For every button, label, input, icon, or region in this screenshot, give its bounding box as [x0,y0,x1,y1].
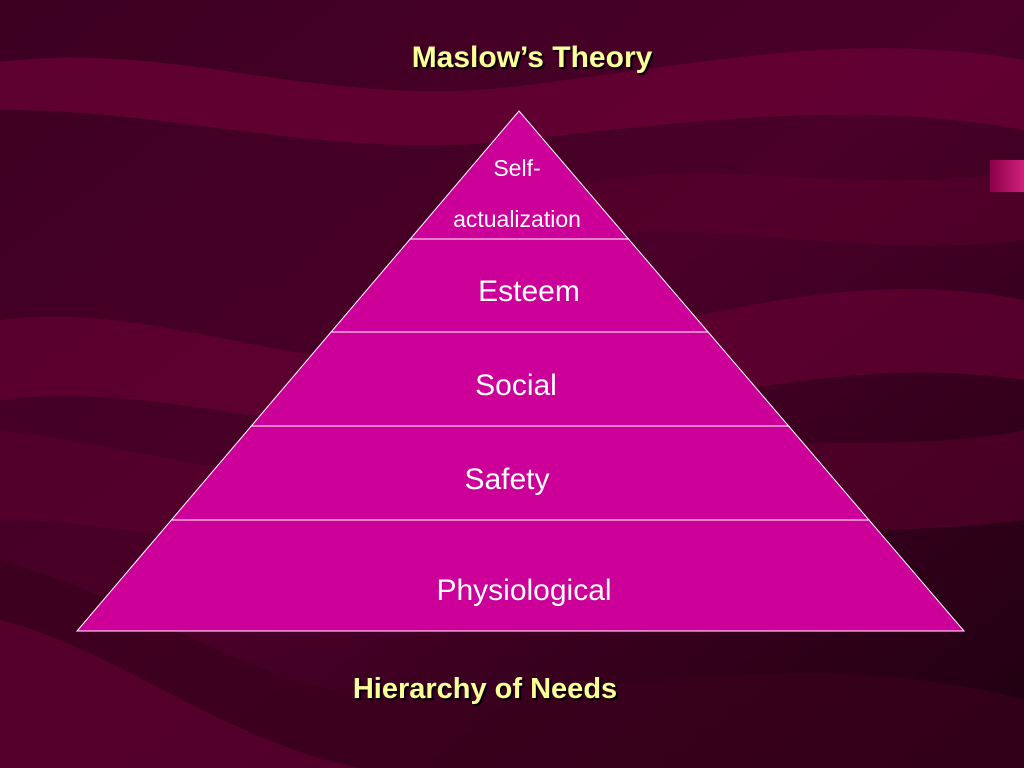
wave-bottom-left [0,620,360,768]
slide-title: Maslow’s Theory [411,41,653,74]
pyramid-tier-label: Social [475,369,557,402]
pyramid-tier-label: Esteem [478,275,580,308]
pyramid-tier-label: actualization [453,206,581,232]
pyramid-tier-label: Safety [464,463,549,496]
pyramid-tier-label: Physiological [436,574,611,607]
wave-bottom [0,560,1024,768]
wave-upper-right [560,170,1024,246]
pyramid-tier [75,519,966,632]
edge-tab [990,160,1024,192]
wave-top [0,48,1024,146]
slide-caption: Hierarchy of Needs [352,673,618,705]
pyramid-tier-label: Self- [493,155,540,181]
